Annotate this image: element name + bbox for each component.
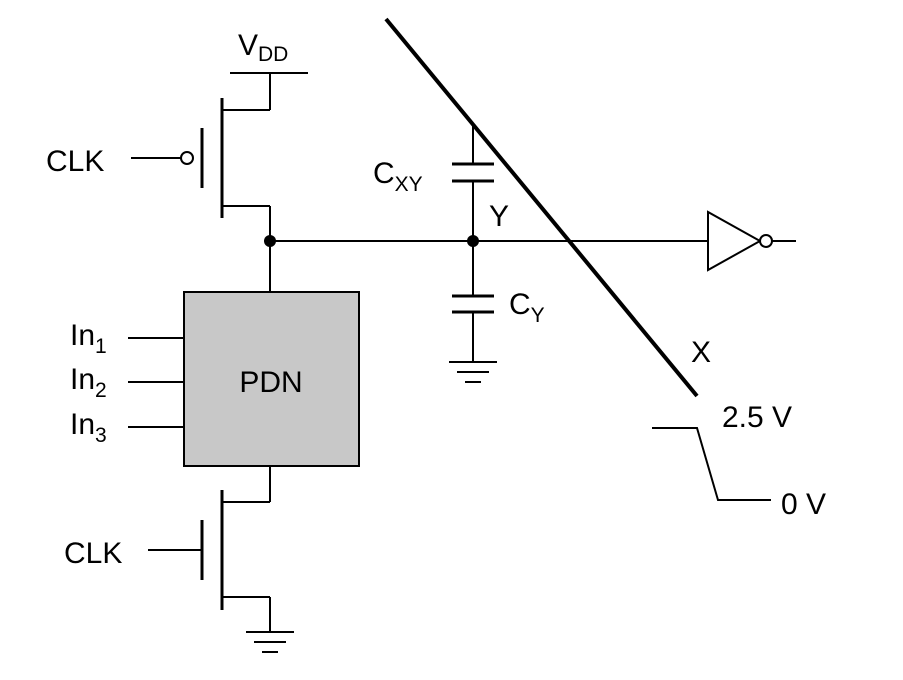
inverter-bubble [759,234,773,248]
ground-symbol-cy [449,361,497,383]
vdd-rail [230,72,308,110]
clk-bottom-label: CLK [64,537,122,570]
clk-top-label: CLK [46,145,104,178]
capacitor-cxy [452,126,494,241]
cy-label: CY [509,288,545,327]
pmos-gate-bubble [180,151,194,165]
node-y-label: Y [489,200,509,233]
in3-label: In3 [70,408,107,447]
v-high-label: 2.5 V [722,401,792,434]
ground-symbol-bottom [246,631,294,653]
in1-label: In1 [70,319,107,358]
output-inverter [707,210,796,272]
pmos-precharge-transistor [131,98,271,241]
node-dot-left [264,235,276,247]
pdn-input-wires [128,337,184,428]
nmos-evaluate-transistor [148,466,271,632]
x-falling-waveform [652,427,771,501]
v-low-label: 0 V [781,488,826,521]
vdd-label: VDD [238,29,288,66]
signal-x-label: X [691,336,711,369]
capacitor-cy [452,241,494,362]
pdn-label: PDN [239,366,302,399]
cxy-label: CXY [373,157,423,196]
dynamic-node-y-wire [264,235,708,292]
in2-label: In2 [70,363,107,402]
aggressor-wire-x [384,17,699,398]
pdn-block [183,291,360,467]
